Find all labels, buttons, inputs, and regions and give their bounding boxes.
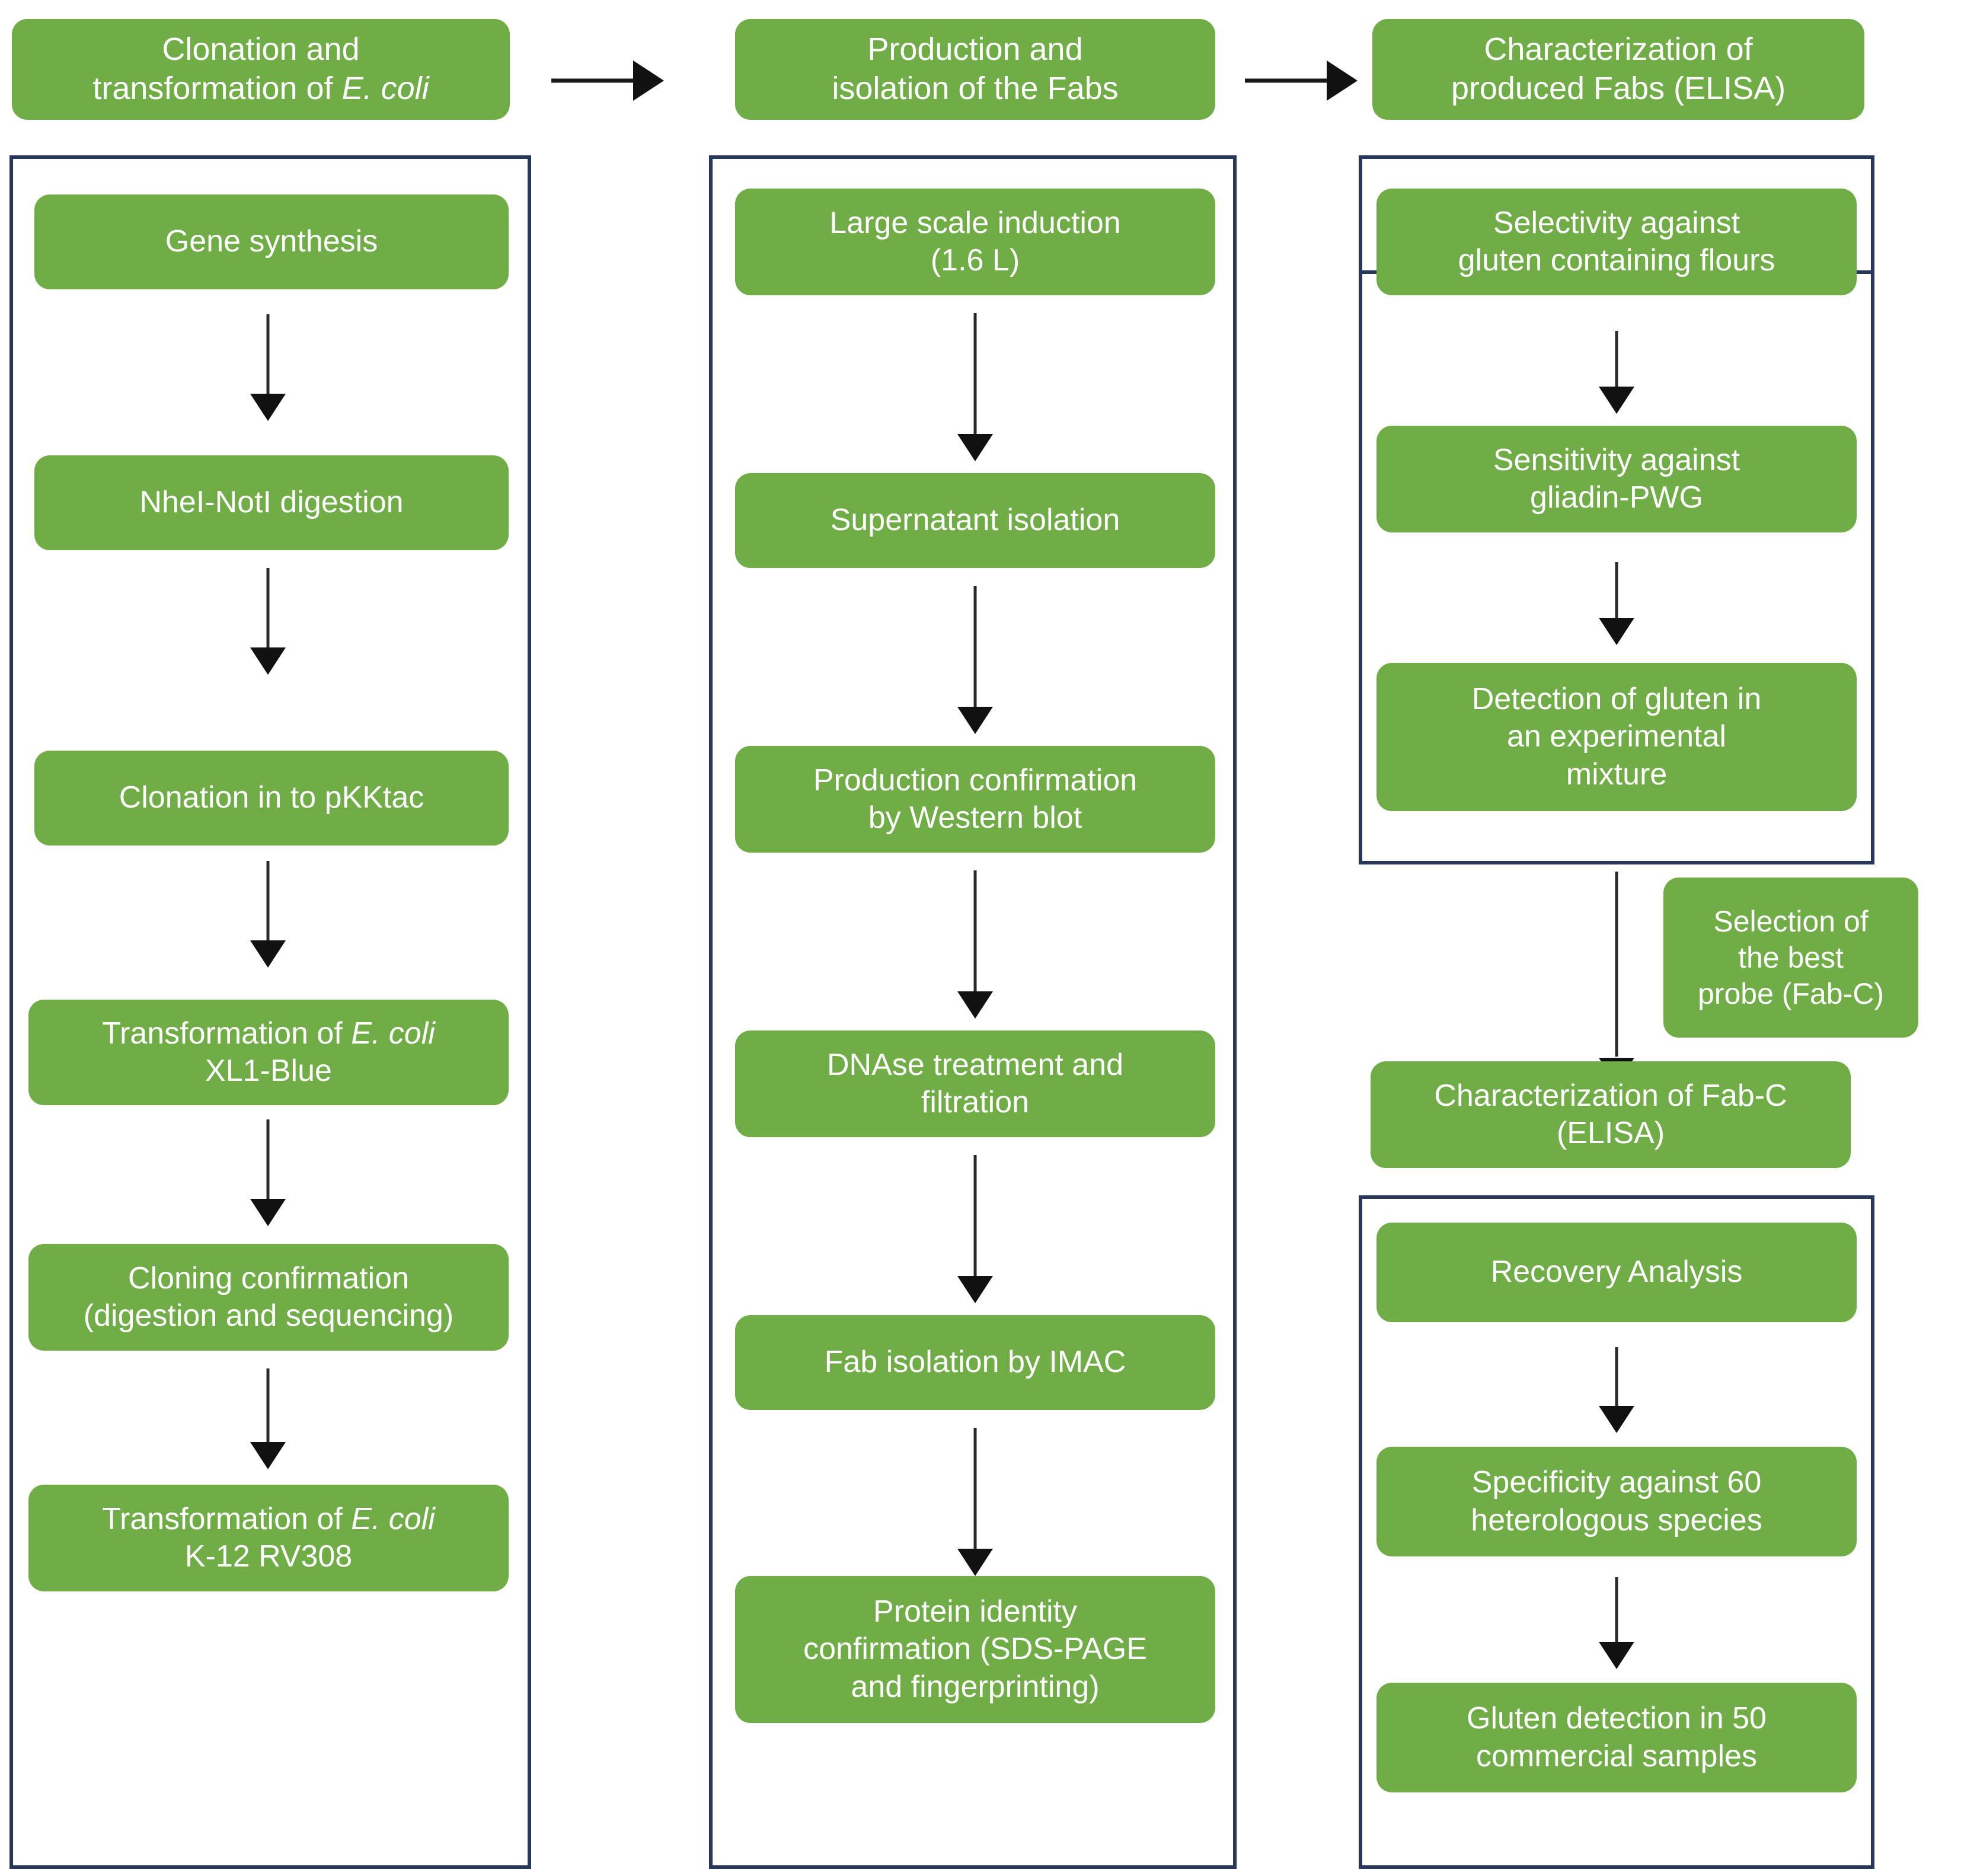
arrow-shaft: [1245, 78, 1333, 83]
arrow-shaft: [1615, 1577, 1618, 1642]
stage-1-step-1: Gene synthesis: [34, 194, 509, 289]
arrow-shaft: [266, 1368, 270, 1446]
arrow-head: [957, 434, 993, 461]
stage-2-step-5-label: Fab isolation by IMAC: [824, 1345, 1126, 1380]
stage-3-group-frame-a-body: [1359, 155, 1874, 864]
arrow-head: [250, 940, 286, 968]
arrow-shaft: [973, 1155, 977, 1277]
arrow-shaft: [266, 861, 270, 944]
arrow-shaft: [1615, 562, 1618, 620]
arrow-head: [957, 1276, 993, 1303]
arrow-shaft: [973, 870, 977, 992]
stage-1-group-frame: [9, 155, 531, 1869]
arrow-shaft: [973, 313, 977, 435]
arrow-shaft: [1615, 331, 1618, 389]
stage-3-group-frame-b: [1359, 1195, 1874, 1869]
stage-1-step-3: Clonation in to pKKtac: [34, 751, 509, 846]
arrow-head: [957, 1549, 993, 1576]
stage-3-subheader: Characterization of Fab-C(ELISA): [1371, 1061, 1851, 1168]
arrow-shaft: [1615, 1347, 1618, 1406]
stage-2-group-frame: [709, 155, 1237, 1869]
arrow-head: [957, 707, 993, 734]
arrow-head: [1599, 387, 1634, 414]
arrow-head: [957, 991, 993, 1019]
stage-1-step-2: NheI-NotI digestion: [34, 455, 509, 550]
arrow-head: [250, 1442, 286, 1469]
stage-2-step-2-label: Supernatant isolation: [830, 503, 1120, 538]
stage-1-step-3-label: Clonation in to pKKtac: [119, 780, 424, 815]
arrow-shaft: [266, 314, 270, 397]
arrow-head: [250, 1199, 286, 1226]
arrow-shaft: [551, 78, 639, 83]
stage-3-substep-1-label: Recovery Analysis: [1490, 1255, 1743, 1290]
arrow-head: [250, 647, 286, 675]
stage-2-step-5: Fab isolation by IMAC: [735, 1315, 1215, 1410]
stage-2-step-1-label: Large scale induction(1.6 L): [829, 205, 1121, 277]
arrow-shaft: [973, 1428, 977, 1549]
arrow-head: [1327, 60, 1358, 101]
arrow-shaft: [266, 568, 270, 651]
arrow-shaft: [1615, 872, 1618, 1057]
stage-2-step-2: Supernatant isolation: [735, 473, 1215, 568]
arrow-shaft: [266, 1119, 270, 1202]
arrow-head: [250, 394, 286, 421]
arrow-shaft: [973, 586, 977, 707]
arrow-head: [1599, 618, 1634, 645]
stage-3-substep-1: Recovery Analysis: [1376, 1223, 1857, 1322]
arrow-head: [633, 60, 664, 101]
arrow-head: [1599, 1406, 1634, 1433]
stage-1-step-5: Cloning confirmation(digestion and seque…: [28, 1244, 509, 1351]
stage-2-step-1: Large scale induction(1.6 L): [735, 189, 1215, 295]
stage-1-step-1-label: Gene synthesis: [165, 224, 378, 259]
stage-1-step-2-label: NheI-NotI digestion: [139, 485, 404, 520]
stage-1-step-5-label: Cloning confirmation(digestion and seque…: [83, 1261, 454, 1333]
stage-3-subheader-label: Characterization of Fab-C(ELISA): [1434, 1078, 1787, 1150]
arrow-head: [1599, 1642, 1634, 1669]
